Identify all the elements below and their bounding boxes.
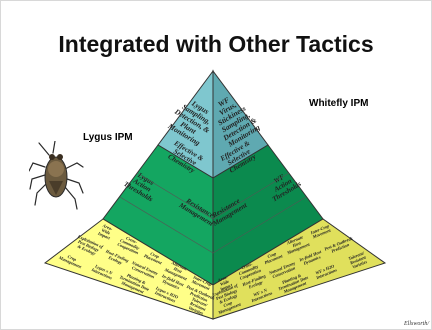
grid-divider [119,196,214,254]
bottom-left-cell-label: Area-WideImpact [96,222,115,241]
bottom-right-cell-label: Area-WideImpact [215,274,234,293]
grid-divider [136,172,214,220]
bottom-left-cell-label: Tolerant/ResistantVarieties [187,296,209,316]
lygus-ipm-label: Lygus IPM [83,132,133,143]
bottom-tier-right-face [212,218,387,320]
middle-left-cell-label: LygusActionThresholds [122,167,162,203]
grid-divider [212,196,307,254]
lygus-bug-image [29,141,84,210]
slide-title: Integrated with Other Tactics [58,31,374,57]
bottom-right-cell-label: Tolerant/ResistantVarieties [348,250,369,270]
whitefly-ipm-label: Whitefly IPM [309,98,369,109]
credit-text: Ellsworth/ [403,321,429,327]
grid-divider [212,172,290,220]
